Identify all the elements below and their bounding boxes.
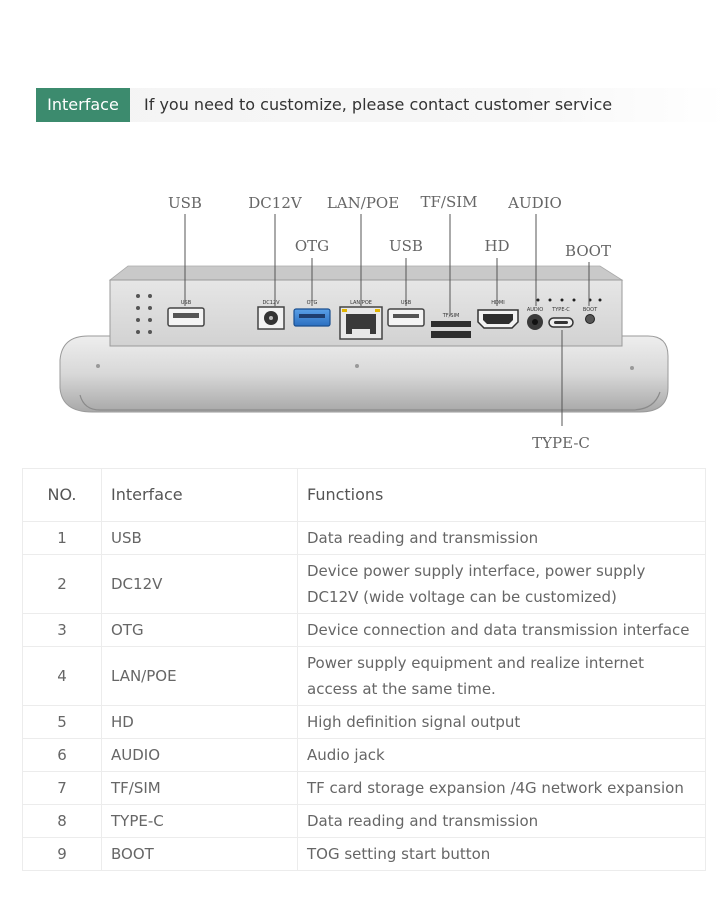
row-function: Device power supply interface, power sup… <box>297 554 706 614</box>
table-row: 2 DC12V Device power supply interface, p… <box>22 554 706 614</box>
row-no: 6 <box>22 738 102 772</box>
row-interface: USB <box>101 521 298 555</box>
row-function: TF card storage expansion /4G network ex… <box>297 771 706 805</box>
callout-lines <box>184 214 590 426</box>
row-no: 3 <box>22 613 102 647</box>
row-no: 5 <box>22 705 102 739</box>
boot-button: BOOT <box>583 307 598 324</box>
row-interface: DC12V <box>101 554 298 614</box>
interface-diagram: USB DC12V OTG LAN/POE USB <box>0 180 728 460</box>
row-no: 1 <box>22 521 102 555</box>
callout-tf-sim: TF/SIM <box>420 193 477 211</box>
header-bar <box>36 88 728 122</box>
customize-note: If you need to customize, please contact… <box>144 95 613 114</box>
row-interface: BOOT <box>101 837 298 871</box>
row-no: 7 <box>22 771 102 805</box>
row-function: Audio jack <box>297 738 706 772</box>
callout-otg: OTG <box>295 237 329 255</box>
table-row: 8 TYPE-C Data reading and transmission <box>22 804 706 838</box>
row-interface: LAN/POE <box>101 646 298 706</box>
table-row: 7 TF/SIM TF card storage expansion /4G n… <box>22 771 706 805</box>
callout-type-c: TYPE-C <box>532 434 590 452</box>
row-no: 9 <box>22 837 102 871</box>
type-c-port: TYPE-C <box>548 307 574 328</box>
hdmi-port: HDMI <box>477 300 519 329</box>
row-function: Data reading and transmission <box>297 521 706 555</box>
header-interface: Interface <box>101 468 298 522</box>
callout-dc12v: DC12V <box>248 194 303 212</box>
usb-port-1: USB <box>167 300 205 327</box>
row-function: Data reading and transmission <box>297 804 706 838</box>
svg-text:HDMI: HDMI <box>491 300 504 306</box>
table-row: 6 AUDIO Audio jack <box>22 738 706 772</box>
table-row: 9 BOOT TOG setting start button <box>22 837 706 871</box>
row-interface: OTG <box>101 613 298 647</box>
callout-usb: USB <box>168 194 202 212</box>
row-function: Device connection and data transmission … <box>297 613 706 647</box>
row-interface: TYPE-C <box>101 804 298 838</box>
vent-holes <box>136 294 152 334</box>
callout-audio: AUDIO <box>507 194 562 212</box>
table-row: 1 USB Data reading and transmission <box>22 521 706 555</box>
row-interface: TF/SIM <box>101 771 298 805</box>
row-function: Power supply equipment and realize inter… <box>297 646 706 706</box>
audio-jack: AUDIO <box>527 307 543 330</box>
table-row: 4 LAN/POE Power supply equipment and rea… <box>22 646 706 706</box>
row-function: High definition signal output <box>297 705 706 739</box>
svg-text:AUDIO: AUDIO <box>527 307 543 313</box>
row-function: TOG setting start button <box>297 837 706 871</box>
header-functions: Functions <box>297 468 706 522</box>
svg-text:DC12V: DC12V <box>262 300 280 306</box>
svg-text:USB: USB <box>181 300 192 306</box>
table-row: 5 HD High definition signal output <box>22 705 706 739</box>
callout-lan-poe: LAN/POE <box>327 194 399 212</box>
interface-table: NO. Interface Functions 1 USB Data readi… <box>22 468 706 871</box>
callout-boot: BOOT <box>565 242 611 260</box>
row-interface: AUDIO <box>101 738 298 772</box>
header-no: NO. <box>22 468 102 522</box>
row-no: 4 <box>22 646 102 706</box>
svg-text:TYPE-C: TYPE-C <box>551 307 570 313</box>
table-header-row: NO. Interface Functions <box>22 468 706 522</box>
interface-tag: Interface <box>36 88 130 122</box>
dc12v-jack: DC12V <box>257 300 285 330</box>
svg-text:BOOT: BOOT <box>583 307 598 313</box>
row-no: 8 <box>22 804 102 838</box>
panel-frame <box>59 335 669 413</box>
callout-hd: HD <box>484 237 509 255</box>
row-interface: HD <box>101 705 298 739</box>
callout-usb-second: USB <box>389 237 423 255</box>
table-row: 3 OTG Device connection and data transmi… <box>22 613 706 647</box>
row-no: 2 <box>22 554 102 614</box>
